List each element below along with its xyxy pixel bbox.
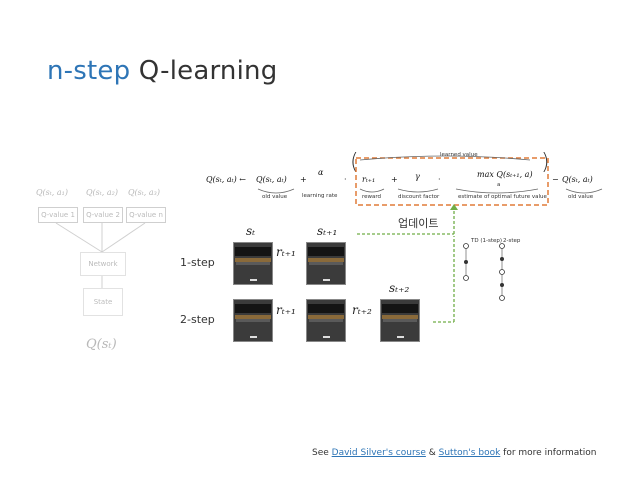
two-node-1 — [499, 243, 505, 249]
footer-see: See — [312, 448, 332, 458]
equation-reward-caption: reward — [362, 194, 382, 200]
update-label: 업데이트 — [398, 217, 439, 230]
td-node-2 — [464, 260, 468, 264]
slide-title: n-step Q-learning — [47, 56, 277, 86]
two-step-label: 2-step — [180, 313, 215, 326]
equation-max-sub: a — [497, 182, 501, 188]
david-silver-link[interactable]: David Silver's course — [331, 448, 426, 458]
two-node-2 — [500, 257, 504, 261]
brace-gamma — [397, 188, 439, 193]
q-output-1: Q(sₜ, a₁) — [36, 188, 68, 197]
footer-note: See David Silver's course & Sutton's boo… — [312, 448, 597, 458]
equation-plus: + — [300, 175, 307, 184]
equation-lhs: Q(sₜ, aₜ) ← — [206, 175, 246, 184]
state-st1: sₜ₊₁ — [317, 224, 338, 238]
brace-estimate — [455, 188, 539, 194]
equation-plus-2: + — [391, 175, 398, 184]
equation-old-caption-2: old value — [568, 194, 594, 200]
equation-old-value: Q(sₜ, aₜ) — [256, 175, 287, 184]
reward-t1-bottom: rₜ₊₁ — [276, 303, 296, 317]
game-frame-1-st — [233, 242, 273, 285]
sutton-book-link[interactable]: Sutton's book — [438, 448, 501, 458]
equation-open-paren: ( — [350, 150, 359, 175]
game-frame-2-st — [233, 299, 273, 342]
one-step-label: 1-step — [180, 256, 215, 269]
q-state-label: Q(sₜ) — [86, 337, 117, 352]
update-target-box — [355, 157, 549, 206]
game-frame-2-st2 — [380, 299, 420, 342]
equation-gamma-caption: discount factor — [398, 194, 440, 200]
reward-t1-top: rₜ₊₁ — [276, 245, 296, 259]
equation-reward: rₜ₊₁ — [362, 175, 376, 184]
equation-close-paren: ) — [541, 150, 550, 175]
td-node-1 — [463, 243, 469, 249]
reward-t2: rₜ₊₂ — [352, 303, 372, 317]
footer-tail: for more information — [500, 448, 597, 458]
two-node-3 — [499, 269, 505, 275]
equation-old-value-2: Q(sₜ, aₜ) — [562, 175, 593, 184]
equation-estimate-caption: estimate of optimal future value — [458, 194, 547, 200]
equation-dot-2: · — [438, 175, 441, 184]
footer-amp: & — [425, 448, 439, 458]
q-output-3: Q(sₜ, a₃) — [128, 188, 160, 197]
equation-learned-caption: learned value — [440, 152, 478, 158]
td-backup-label: TD (1-step) — [471, 238, 503, 244]
two-step-backup-label: 2-step — [503, 238, 521, 244]
game-frame-2-st1 — [306, 299, 346, 342]
state-box: State — [83, 288, 123, 316]
equation-dot: · — [344, 175, 347, 184]
equation-alpha-caption: learning rate — [302, 193, 338, 199]
equation-gamma: γ — [415, 172, 420, 181]
td-node-3 — [463, 275, 469, 281]
title-highlight: n-step — [47, 56, 131, 86]
brace-learned — [359, 155, 531, 161]
brace-reward — [359, 188, 385, 193]
network-box: Network — [80, 252, 126, 276]
title-rest: Q-learning — [130, 56, 278, 86]
q-value-box-3: Q-value n — [126, 207, 166, 223]
two-node-4 — [500, 283, 504, 287]
equation-minus: − — [552, 175, 559, 184]
two-node-5 — [499, 295, 505, 301]
one-step-arrowhead — [450, 204, 458, 210]
brace-old — [257, 188, 295, 194]
state-st2: sₜ₊₂ — [389, 281, 410, 295]
game-frame-1-st1 — [306, 242, 346, 285]
equation-old-caption: old value — [262, 194, 288, 200]
q-value-box-1: Q-value 1 — [38, 207, 78, 223]
equation-alpha: α — [318, 168, 324, 177]
q-value-box-2: Q-value 2 — [83, 207, 123, 223]
brace-old-2 — [565, 188, 603, 194]
network-connectors — [55, 222, 146, 288]
equation-max: max Q(sₜ₊₁, a) — [477, 170, 533, 179]
q-output-2: Q(sₜ, a₂) — [86, 188, 118, 197]
state-st: sₜ — [246, 224, 256, 238]
